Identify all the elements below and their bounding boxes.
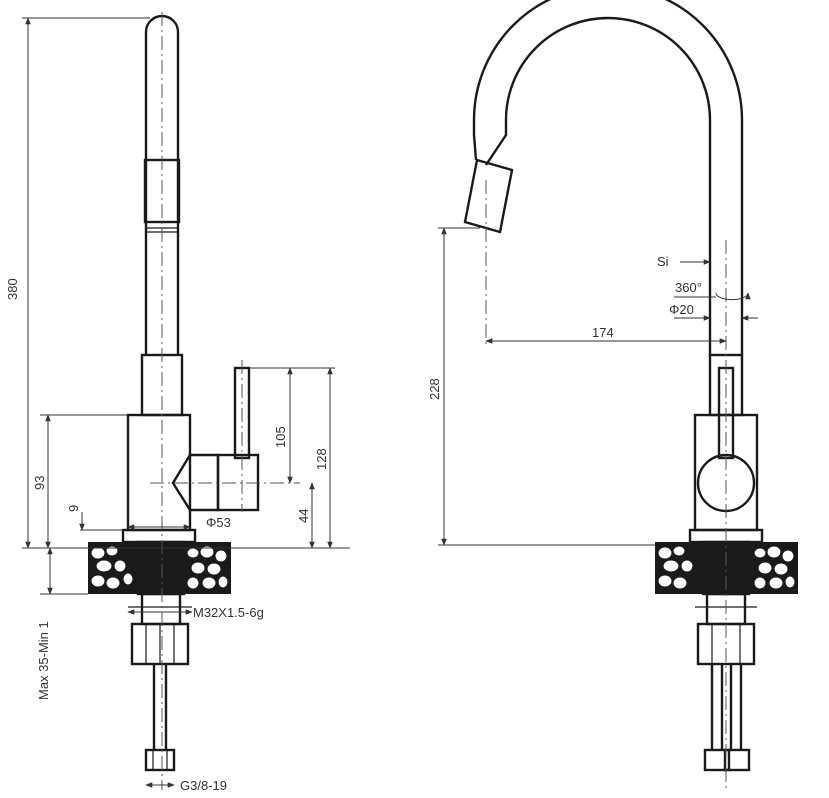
dim-handle-full: 128 bbox=[314, 448, 329, 470]
right-hose-nut-b bbox=[723, 748, 751, 772]
right-gooseneck-spout bbox=[485, 16, 712, 355]
dim-small: 9 bbox=[66, 505, 81, 512]
dim-counter: Max 35-Min 1 bbox=[36, 621, 51, 700]
left-hose-nut bbox=[144, 748, 176, 772]
dim-body-height: 93 bbox=[32, 476, 47, 490]
right-spray-head bbox=[463, 158, 514, 234]
left-thread-rod bbox=[140, 592, 182, 626]
dim-handle-top: 105 bbox=[273, 426, 288, 448]
dim-base: 44 bbox=[296, 509, 311, 523]
right-front-view: 228 174 Si 360° Φ20 bbox=[427, 0, 798, 790]
right-hose-nut-a bbox=[703, 748, 731, 772]
left-cartridge bbox=[171, 453, 220, 512]
label-material: Si bbox=[657, 254, 669, 269]
dim-thread: M32X1.5-6g bbox=[193, 605, 264, 620]
dim-height: 228 bbox=[427, 378, 442, 400]
dim-spout-diameter: Φ20 bbox=[669, 302, 694, 317]
left-base-flange bbox=[121, 528, 197, 544]
dim-body-diameter: Φ53 bbox=[206, 515, 231, 530]
left-side-view: 380 93 9 105 128 44 Φ53 Max 35-Min 1 M32… bbox=[5, 12, 350, 793]
dim-reach: 174 bbox=[592, 325, 614, 340]
dim-total-height: 380 bbox=[5, 278, 20, 300]
label-rotation: 360° bbox=[675, 280, 702, 295]
right-counter-stones bbox=[657, 545, 796, 590]
rotation-arrow-icon bbox=[715, 292, 751, 301]
dim-hose-thread: G3/8-19 bbox=[180, 778, 227, 793]
